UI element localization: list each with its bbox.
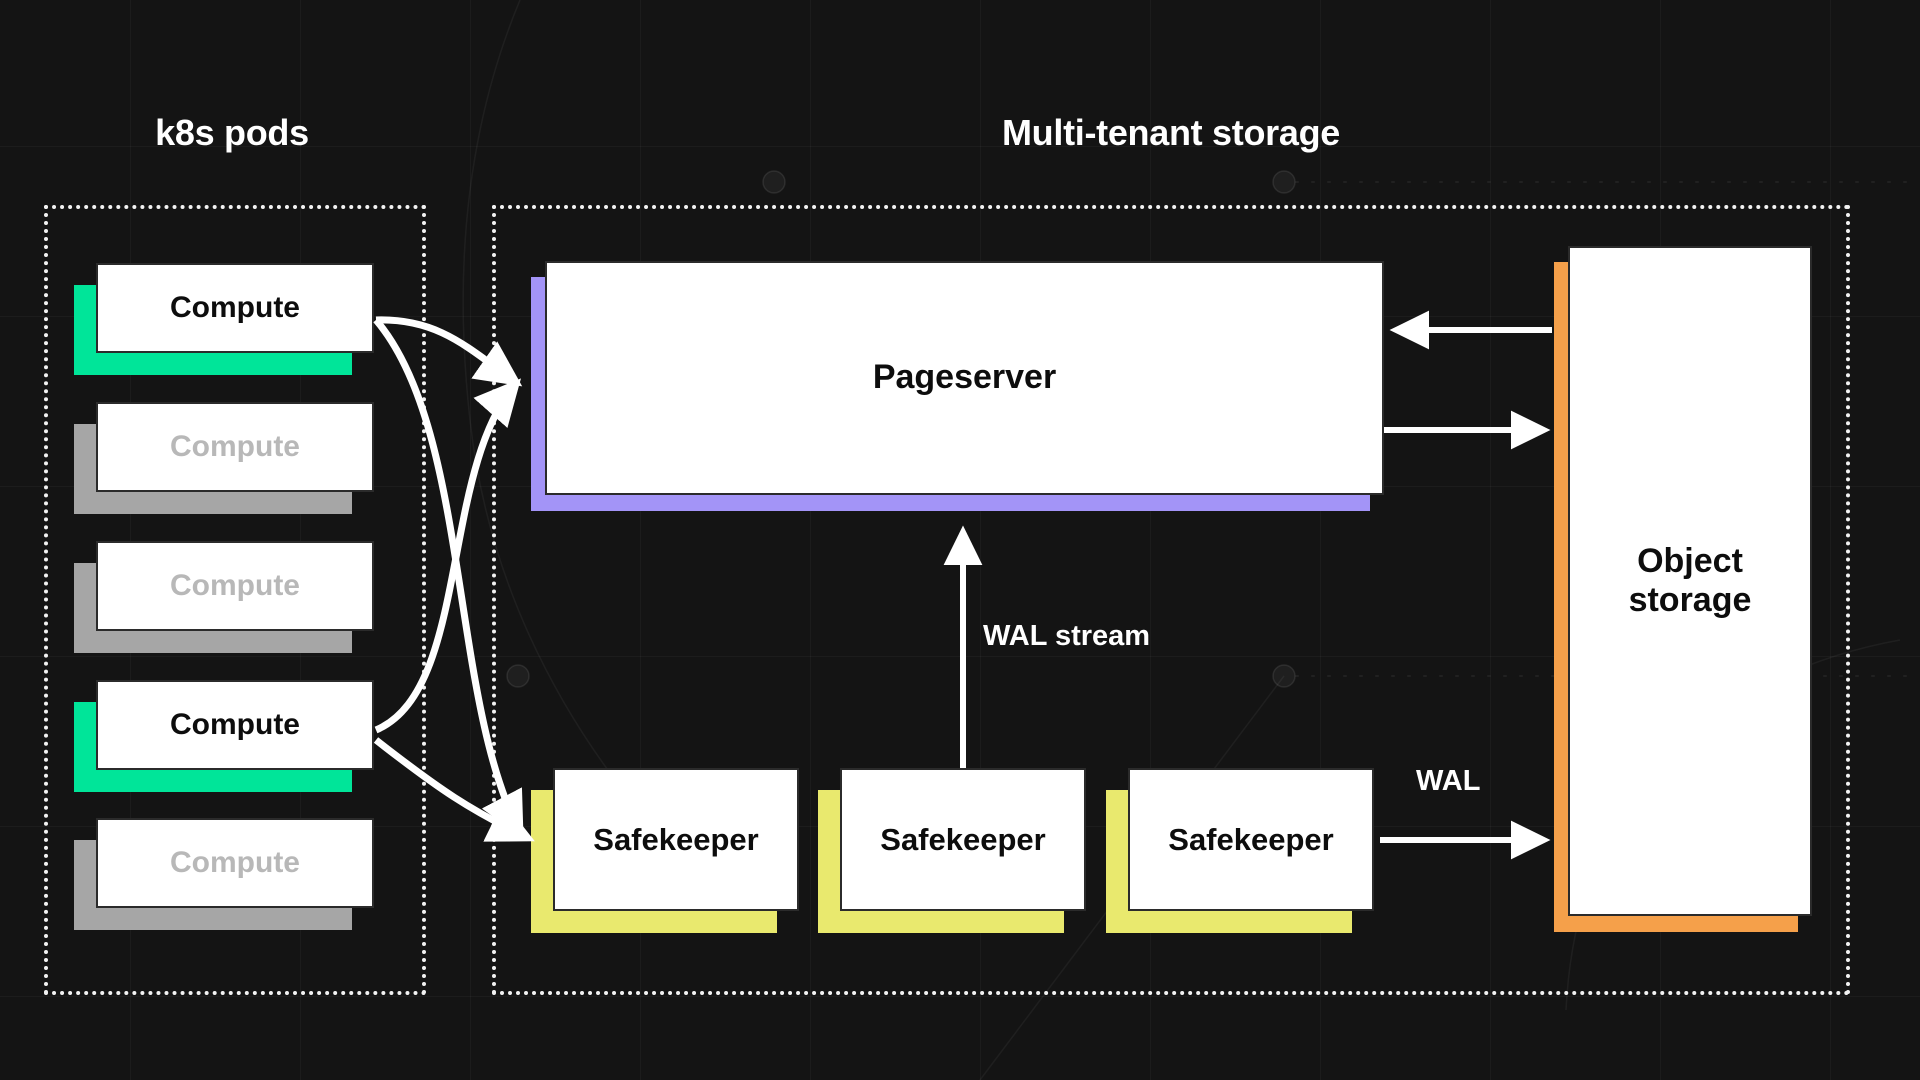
compute-pod-2[interactable]: Compute [74, 402, 374, 514]
safekeeper-node-1[interactable]: Safekeeper [531, 768, 799, 933]
safekeeper-node-2[interactable]: Safekeeper [818, 768, 1086, 933]
object-storage-label-line1: Object [1637, 541, 1743, 580]
group-title-k8s-pods: k8s pods [155, 112, 309, 153]
object-storage-label: Object storage [1568, 246, 1812, 916]
edge-label-wal-stream: WAL stream [983, 620, 1151, 652]
safekeeper-label: Safekeeper [840, 768, 1086, 911]
pageserver-label: Pageserver [545, 261, 1384, 495]
group-title-multi-tenant-storage: Multi-tenant storage [1001, 112, 1341, 153]
compute-pod-3[interactable]: Compute [74, 541, 374, 653]
compute-pod-label: Compute [96, 263, 374, 353]
compute-pod-label: Compute [96, 818, 374, 908]
safekeeper-label: Safekeeper [1128, 768, 1374, 911]
compute-pod-label: Compute [96, 680, 374, 770]
safekeeper-node-3[interactable]: Safekeeper [1106, 768, 1374, 933]
object-storage-node[interactable]: Object storage [1554, 246, 1812, 932]
edge-label-wal: WAL [1416, 765, 1481, 797]
pageserver-node[interactable]: Pageserver [531, 261, 1384, 511]
compute-pod-5[interactable]: Compute [74, 818, 374, 930]
compute-pod-label: Compute [96, 402, 374, 492]
object-storage-label-line2: storage [1628, 581, 1752, 619]
safekeeper-label: Safekeeper [553, 768, 799, 911]
compute-pod-1[interactable]: Compute [74, 263, 374, 375]
compute-pod-label: Compute [96, 541, 374, 631]
compute-pod-4[interactable]: Compute [74, 680, 374, 792]
